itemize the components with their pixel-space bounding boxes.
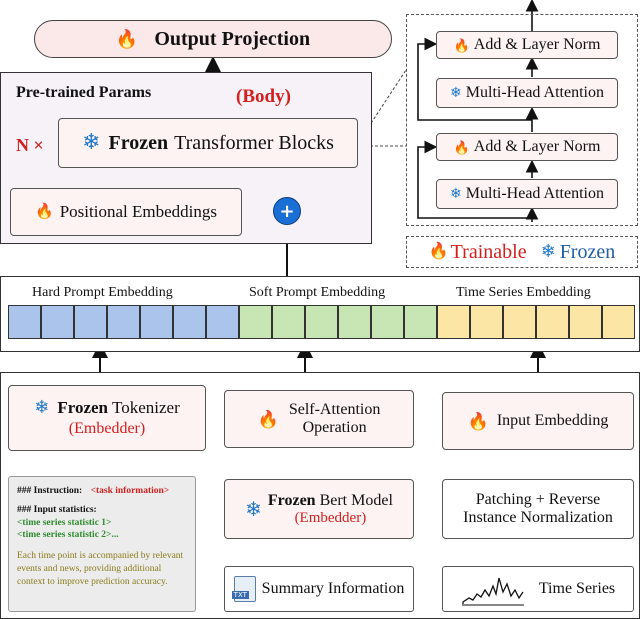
snowflake-icon: ❄ [245, 497, 262, 521]
transformer-bold: Frozen [108, 131, 169, 154]
pretrained-params-title: Pre-trained Params [16, 84, 152, 101]
fire-icon: 🔥 [257, 409, 279, 429]
legend: 🔥 Trainable ❄ Frozen [406, 236, 638, 268]
prompt-note: Each time point is accompanied by releva… [17, 551, 184, 587]
stat-2: <time series statistic 2>... [17, 530, 119, 541]
add-layer-norm-bottom: 🔥 Add & Layer Norm [436, 133, 618, 161]
prompt-text-box: ### Instruction: <task information> ### … [8, 476, 196, 612]
soft-embedding-cell [371, 305, 404, 339]
fire-icon: 🔥 [467, 411, 489, 431]
patching-box: Patching + Reverse Instance Normalizatio… [442, 479, 634, 539]
legend-trainable: Trainable [450, 240, 527, 263]
frozen-tokenizer-box: ❄ Frozen Tokenizer (Embedder) [8, 385, 206, 451]
snowflake-icon: ❄ [540, 241, 556, 262]
soft-embedding-cell [239, 305, 272, 339]
hard-prompt-label: Hard Prompt Embedding [32, 285, 173, 300]
snowflake-icon: ❄ [450, 186, 462, 202]
time-series-embedding-label: Time Series Embedding [456, 285, 591, 300]
transformer-detail-panel [406, 14, 638, 226]
hard-embedding-cell [41, 305, 74, 339]
soft-embedding-cell [338, 305, 371, 339]
input-embedding-box: 🔥 Input Embedding [442, 392, 634, 450]
time-embedding-cell [569, 305, 602, 339]
tokenizer-bold: Frozen [57, 398, 109, 417]
multi-head-attention-bottom: ❄ Multi-Head Attention [436, 179, 618, 209]
time-series-icon [461, 577, 524, 606]
txt-file-icon: TXT [231, 576, 256, 602]
time-embedding-cell [503, 305, 536, 339]
bert-bold: Frozen [267, 491, 316, 509]
self-attention-line1: Self-Attention [288, 401, 381, 418]
n-times-label: N × [16, 135, 44, 155]
fire-icon: 🔥 [35, 203, 54, 220]
transformer-label: Transformer Blocks [174, 131, 334, 154]
snowflake-icon: ❄ [82, 130, 101, 155]
frozen-bert-box: ❄ Frozen Bert Model (Embedder) [224, 479, 414, 539]
time-series-label: Time Series [538, 580, 616, 597]
bert-label: Bert Model [319, 491, 393, 509]
instruction-value: <task information> [90, 486, 170, 496]
stats-label: ### Input statistics: [17, 504, 97, 515]
fire-icon: 🔥 [428, 243, 449, 260]
time-embedding-cell [536, 305, 569, 339]
add-layer-norm-label: Add & Layer Norm [473, 36, 601, 53]
multi-head-attention-top: ❄ Multi-Head Attention [436, 78, 618, 108]
stat-1: <time series statistic 1> [17, 517, 112, 528]
summary-information-box: TXT Summary Information [224, 566, 414, 612]
multi-head-attention-label: Multi-Head Attention [465, 84, 604, 101]
output-projection-label: Output Projection [154, 27, 311, 50]
soft-embedding-cell [404, 305, 437, 339]
time-series-box: Time Series [442, 566, 634, 612]
output-projection-box: 🔥 Output Projection [34, 20, 392, 58]
summary-information-label: Summary Information [261, 580, 405, 597]
fire-icon: 🔥 [453, 37, 470, 53]
tokenizer-label: Tokenizer [112, 398, 180, 417]
snowflake-icon: ❄ [450, 85, 462, 101]
tokenizer-embedder: (Embedder) [68, 420, 146, 437]
soft-embedding-cell [272, 305, 305, 339]
fire-icon: 🔥 [115, 29, 139, 49]
multi-head-attention-label: Multi-Head Attention [465, 185, 604, 202]
instruction-label: ### Instruction: [17, 486, 83, 496]
plus-symbol: + [279, 200, 295, 222]
plus-operator: + [273, 197, 301, 225]
patching-line1: Patching + Reverse [475, 491, 601, 508]
hard-embedding-cell [140, 305, 173, 339]
body-label: (Body) [236, 86, 291, 107]
hard-embedding-cell [173, 305, 206, 339]
snowflake-icon: ❄ [34, 397, 50, 418]
add-layer-norm-label: Add & Layer Norm [473, 138, 601, 155]
time-embedding-cell [437, 305, 470, 339]
hard-embedding-cell [107, 305, 140, 339]
txt-icon-label: TXT [231, 591, 249, 599]
self-attention-line2: Operation [302, 419, 367, 436]
patching-line2: Instance Normalization [463, 509, 613, 526]
positional-embeddings-box: 🔥 Positional Embeddings [10, 188, 242, 236]
hard-embedding-cell [74, 305, 107, 339]
time-embedding-cell [602, 305, 635, 339]
bert-embedder: (Embedder) [294, 509, 367, 526]
hard-embedding-cell [206, 305, 239, 339]
input-embedding-label: Input Embedding [496, 412, 609, 429]
self-attention-box: 🔥 Self-Attention Operation [224, 390, 414, 448]
soft-embedding-cell [305, 305, 338, 339]
frozen-transformer-blocks: ❄ Frozen Transformer Blocks [58, 118, 358, 168]
hard-embedding-cell [8, 305, 41, 339]
soft-prompt-label: Soft Prompt Embedding [249, 285, 386, 300]
add-layer-norm-top: 🔥 Add & Layer Norm [436, 31, 618, 59]
time-embedding-cell [470, 305, 503, 339]
positional-embeddings-label: Positional Embeddings [59, 202, 217, 221]
legend-frozen: Frozen [559, 240, 616, 263]
fire-icon: 🔥 [453, 139, 470, 155]
